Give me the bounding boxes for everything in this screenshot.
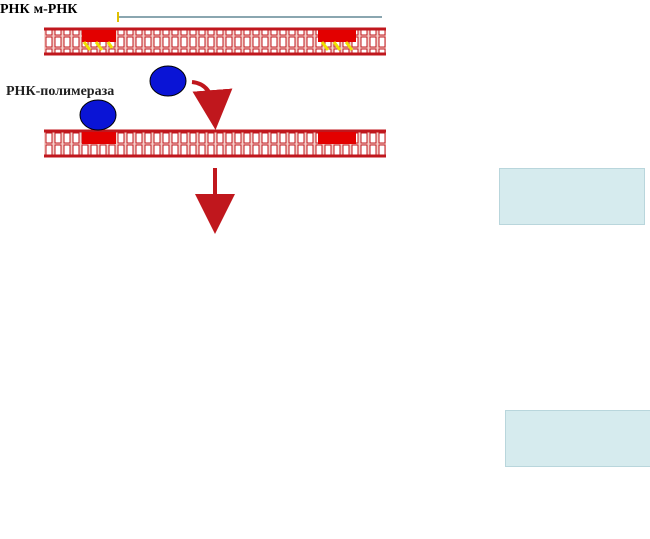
dna-row-2: [44, 99, 386, 158]
polymerase-free-2-icon: м-РНК const data = JSON.parse(document.g…: [33, 0, 650, 467]
mrna-label: м-РНК: [33, 2, 78, 17]
polymerase-label: РНК-полимераза: [6, 84, 114, 99]
answer-box-2: [505, 410, 650, 467]
answer-box-1: [499, 168, 645, 225]
flow-arrow-2-icon: м-РНК const data = JSON.parse(document.g…: [33, 0, 650, 467]
terminator-region: [318, 30, 356, 42]
dna-row-1: [44, 12, 386, 56]
polymerase-free-icon: [149, 65, 187, 97]
promoter-region: [82, 30, 116, 42]
rna-label: РНК: [0, 2, 30, 17]
flow-arrow-3-icon: м-РНК const data = JSON.parse(document.g…: [33, 0, 650, 467]
binding-arrow-icon: [191, 80, 233, 130]
polymerase-bound-icon: [79, 99, 117, 131]
